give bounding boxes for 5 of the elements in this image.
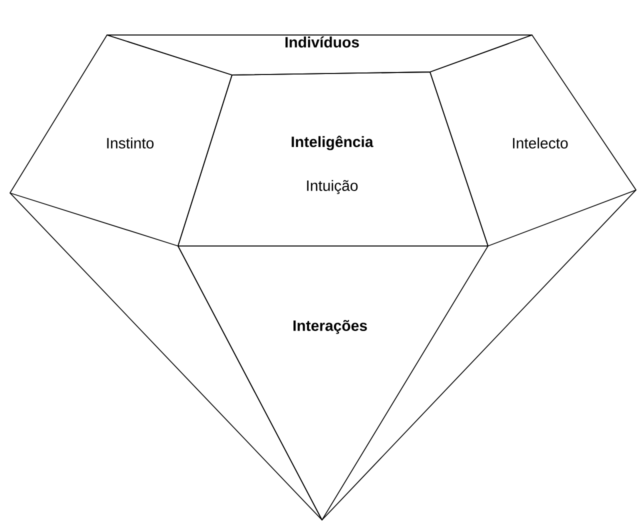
bottom-facet: Interações bbox=[178, 246, 488, 520]
side-facet: Intelecto bbox=[430, 34, 636, 246]
center-facet: Inteligência Intuição bbox=[178, 72, 488, 246]
side-facet: Instinto bbox=[10, 34, 232, 246]
top-facet: Indivíduos bbox=[106, 34, 532, 76]
